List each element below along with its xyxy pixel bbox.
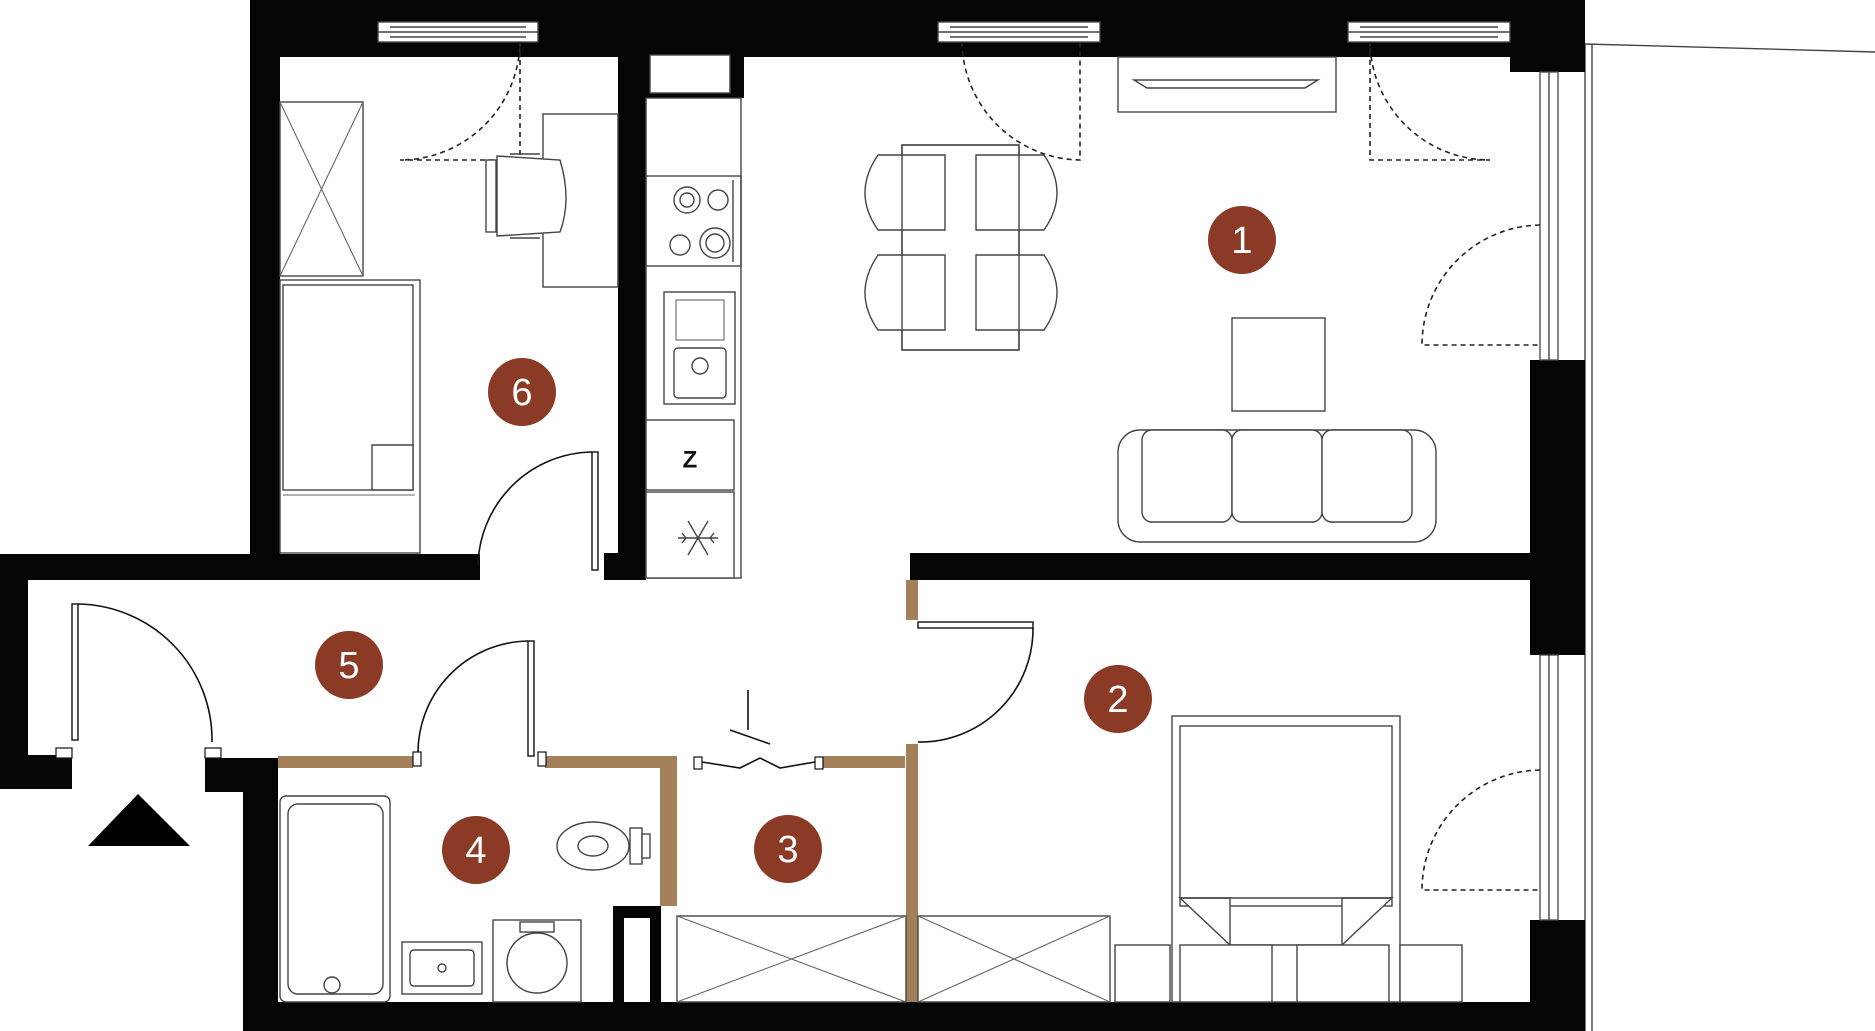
room-number-5: 5 xyxy=(338,645,359,687)
room-marker-1: 1 xyxy=(1208,206,1276,274)
room-number-2: 2 xyxy=(1107,679,1128,721)
kitchen: Z xyxy=(645,97,742,579)
snowflake-icon xyxy=(678,520,718,556)
entrance-arrow-icon xyxy=(88,794,190,846)
fridge-label: Z xyxy=(683,447,698,474)
window-swings xyxy=(399,41,1541,891)
doors xyxy=(55,451,1034,770)
room-marker-4: 4 xyxy=(442,816,510,884)
room-marker-3: 3 xyxy=(754,815,822,883)
room-number-1: 1 xyxy=(1231,220,1252,262)
room-6-furniture xyxy=(279,101,619,554)
balcony xyxy=(1584,43,1875,1031)
room-2-furniture xyxy=(917,715,1463,1003)
room-number-6: 6 xyxy=(511,372,532,414)
room-number-3: 3 xyxy=(777,829,798,871)
room-1-furniture xyxy=(864,56,1437,543)
room-4-furniture xyxy=(279,795,651,1003)
room-number-4: 4 xyxy=(465,830,486,872)
room-marker-6: 6 xyxy=(488,358,556,426)
room-marker-2: 2 xyxy=(1084,665,1152,733)
room-marker-5: 5 xyxy=(315,631,383,699)
windows xyxy=(377,21,1559,921)
partitions xyxy=(278,580,918,1002)
room-3-wardrobe xyxy=(676,915,907,1003)
